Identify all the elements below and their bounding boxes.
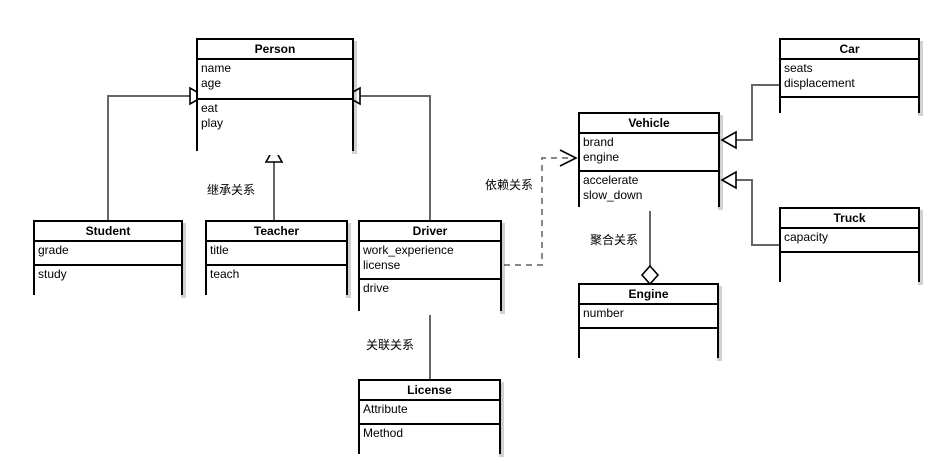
class-box-person[interactable]: Person name age eat play <box>196 38 354 155</box>
method-row: study <box>38 267 67 281</box>
class-attributes-student: grade <box>35 242 181 266</box>
class-methods-driver: drive <box>360 280 500 315</box>
class-box-license[interactable]: License Attribute Method <box>358 379 501 458</box>
edge-driver-vehicle[interactable] <box>504 149 578 266</box>
class-methods-license: Method <box>360 425 499 458</box>
class-methods-person: eat play <box>198 100 352 155</box>
class-methods-engine <box>580 329 717 362</box>
attribute-row: capacity <box>784 230 829 244</box>
method-row: drive <box>363 281 390 295</box>
attribute-row: grade <box>38 243 69 257</box>
class-attributes-truck: capacity <box>781 229 918 253</box>
class-box-truck[interactable]: Truck capacity <box>779 207 920 286</box>
edge-label-dependency: 依赖关系 <box>485 178 534 192</box>
hollow-diamond-icon <box>640 264 660 286</box>
class-box-driver[interactable]: Driver work_experience license drive <box>358 220 502 315</box>
class-title-car: Car <box>781 40 918 60</box>
class-title-teacher: Teacher <box>207 222 346 242</box>
attribute-row: engine <box>583 150 620 164</box>
class-title-person: Person <box>198 40 352 60</box>
method-row: slow_down <box>583 188 643 202</box>
edge-label-association: 关联关系 <box>366 338 415 352</box>
method-row: eat <box>201 101 218 115</box>
attribute-row: name <box>201 61 232 75</box>
class-box-vehicle[interactable]: Vehicle brand engine accelerate slow_dow… <box>578 112 720 211</box>
attribute-row: number <box>583 306 624 320</box>
hollow-triangle-icon <box>720 170 737 190</box>
edge-label-aggregation: 聚合关系 <box>590 233 639 247</box>
class-methods-teacher: teach <box>207 266 346 299</box>
method-row: accelerate <box>583 173 639 187</box>
attribute-row: Attribute <box>363 402 408 416</box>
class-methods-vehicle: accelerate slow_down <box>580 172 718 211</box>
edge-truck-vehicle[interactable] <box>720 170 779 246</box>
class-attributes-vehicle: brand engine <box>580 134 718 172</box>
class-methods-truck <box>781 253 918 286</box>
method-row: teach <box>210 267 240 281</box>
hollow-triangle-icon <box>720 130 737 150</box>
edge-driver-person[interactable] <box>344 86 431 220</box>
attribute-row: work_experience <box>363 243 454 257</box>
class-title-license: License <box>360 381 499 401</box>
edge-label-inheritance: 继承关系 <box>207 183 256 197</box>
class-title-vehicle: Vehicle <box>580 114 718 134</box>
class-title-driver: Driver <box>360 222 500 242</box>
class-attributes-person: name age <box>198 60 352 100</box>
class-title-engine: Engine <box>580 285 717 305</box>
attribute-row: license <box>363 258 401 272</box>
class-attributes-car: seats displacement <box>781 60 918 98</box>
class-box-student[interactable]: Student grade study <box>33 220 183 299</box>
open-arrow-icon <box>559 149 578 167</box>
edge-vehicle-engine[interactable] <box>640 207 660 286</box>
class-attributes-license: Attribute <box>360 401 499 425</box>
class-attributes-teacher: title <box>207 242 346 266</box>
attribute-row: displacement <box>784 76 855 90</box>
class-methods-student: study <box>35 266 181 299</box>
attribute-row: brand <box>583 135 614 149</box>
class-box-car[interactable]: Car seats displacement <box>779 38 920 117</box>
attribute-row: seats <box>784 61 813 75</box>
class-box-teacher[interactable]: Teacher title teach <box>205 220 348 299</box>
class-attributes-driver: work_experience license <box>360 242 500 280</box>
edge-teacher-person[interactable] <box>264 146 284 220</box>
class-box-engine[interactable]: Engine number <box>578 283 719 362</box>
edge-car-vehicle[interactable] <box>720 84 779 150</box>
attribute-row: title <box>210 243 229 257</box>
attribute-row: age <box>201 76 222 90</box>
method-row: Method <box>363 426 404 440</box>
class-title-truck: Truck <box>781 209 918 229</box>
method-row: play <box>201 116 224 130</box>
class-methods-car <box>781 98 918 117</box>
class-attributes-engine: number <box>580 305 717 329</box>
class-title-student: Student <box>35 222 181 242</box>
